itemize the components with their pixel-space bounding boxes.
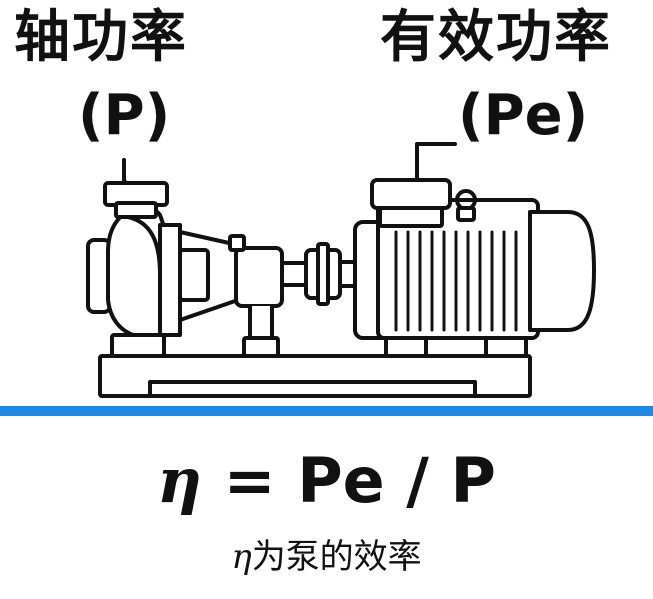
formula-eta: η — [157, 444, 203, 517]
leader-line-effective-power — [415, 142, 457, 187]
shaft-power-title: 轴功率 — [14, 5, 188, 70]
shaft-coupling — [280, 242, 360, 306]
efficiency-formula: η = Pe / P — [0, 450, 653, 512]
shaft-power-symbol: (P) — [78, 83, 171, 148]
formula-rest: = Pe / P — [202, 444, 496, 517]
electric-motor — [353, 178, 596, 358]
effective-power-title: 有效功率 — [380, 5, 612, 70]
pump-bearing-housing — [158, 223, 284, 358]
effective-power-symbol: (Pe) — [458, 83, 589, 148]
caption-eta: η — [231, 537, 252, 577]
base-plate — [98, 354, 532, 398]
caption-text: 为泵的效率 — [251, 537, 422, 577]
divider-bar — [0, 406, 653, 416]
pump-casing — [86, 181, 170, 358]
pump-motor-illustration — [86, 142, 596, 398]
formula-caption: η为泵的效率 — [0, 540, 653, 574]
